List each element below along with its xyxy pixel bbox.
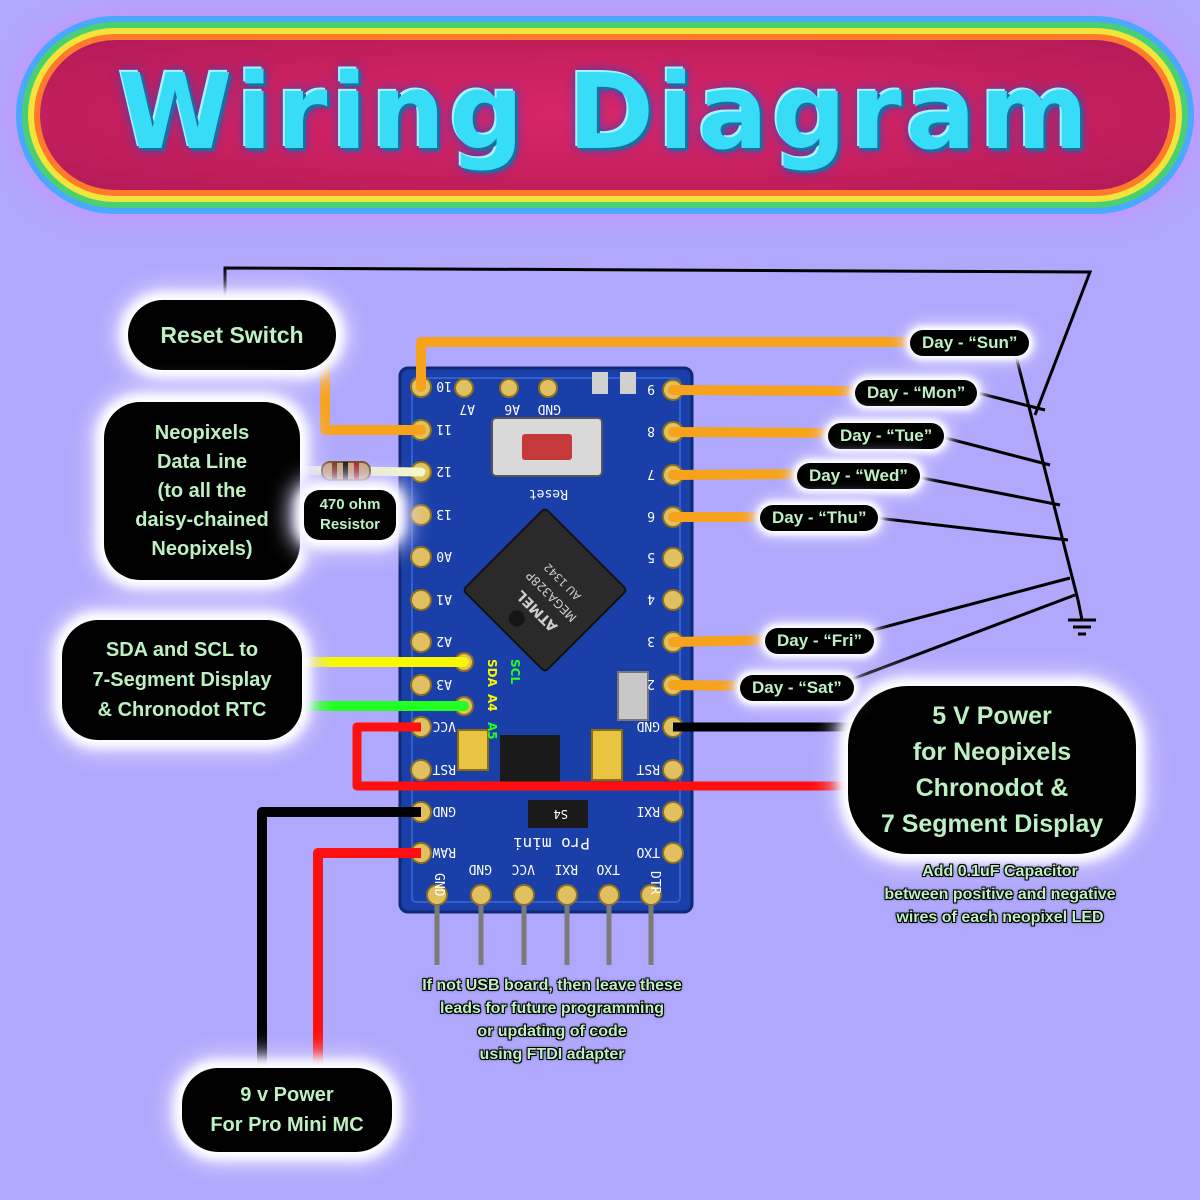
pin-label-rst-right: RST [636, 761, 660, 776]
pin-label-a2: A2 [436, 633, 452, 648]
neopixels-label: Neopixels Data Line (to all the daisy-ch… [104, 402, 300, 580]
page-title: Wiring Diagram [117, 51, 1093, 173]
day-label-sun: Day - “Sun” [910, 330, 1030, 356]
9v-black-wire [257, 807, 421, 1080]
bottom-label-gnd1: GND [431, 873, 446, 897]
s4-chip [528, 800, 588, 828]
ground-wires [223, 266, 1096, 685]
day-wires [320, 337, 915, 691]
pin-label-rst: RST [432, 761, 456, 776]
wire-fri [668, 635, 775, 647]
led-2 [620, 372, 636, 394]
pin-label-txo: TXO [636, 844, 660, 859]
inner-label-gnd: GND [537, 401, 561, 416]
reset-ground-wire [223, 266, 1093, 416]
s4-label: S4 [554, 807, 568, 821]
crystal [617, 671, 649, 721]
led-1 [592, 372, 608, 394]
ground-wire-thu [867, 515, 1069, 542]
wire-tue [668, 427, 840, 438]
wire-reset [320, 360, 426, 435]
reset-label: Reset [529, 486, 568, 501]
9v-power-label: 9 v Power For Pro Mini MC [182, 1068, 392, 1152]
pin-label-gnd-right: GND [636, 718, 660, 733]
pin-label-11: 11 [436, 421, 452, 436]
day-label-tue: Day - “Tue” [828, 423, 945, 449]
a4-label: A4 [485, 694, 499, 712]
pin-label-5: 5 [647, 549, 655, 564]
pin-label-a0: A0 [436, 548, 452, 563]
bottom-label-rxi: RXI [555, 861, 578, 876]
ground-rail [1013, 351, 1080, 601]
ground-stem [1076, 599, 1084, 621]
day-label-thu: Day - “Thu” [760, 505, 879, 531]
day-label-fri: Day - “Fri” [765, 628, 875, 654]
ground-wire-wed [911, 474, 1061, 507]
resistor-label: 470 ohm Resistor [304, 490, 396, 540]
pin-label-13: 13 [436, 506, 452, 521]
i2c-labels: SDA SCL A4 A5 [485, 659, 522, 740]
title-banner [40, 40, 1170, 190]
wire-sat [668, 680, 750, 691]
day-label-mon: Day - “Mon” [855, 380, 978, 406]
reset-switch-label: Reset Switch [128, 300, 336, 370]
pin-label-rxi: RXI [637, 803, 660, 818]
ground-wire-fri [861, 576, 1071, 635]
bottom-label-gnd2: GND [468, 861, 492, 876]
ground-wire-sat [841, 593, 1076, 685]
pin-label-8: 8 [647, 423, 655, 438]
pin-label-a1: A1 [436, 591, 452, 606]
pin-label-gnd: GND [432, 803, 456, 818]
regulator [500, 735, 560, 785]
pro-mini-board [398, 366, 694, 965]
ftdi-note: If not USB board, then leave these leads… [422, 977, 682, 1063]
ground-wire-mon [977, 391, 1046, 412]
wire-mon [668, 385, 860, 396]
sda-label: SDA [485, 659, 499, 688]
pin-label-12: 12 [436, 463, 452, 478]
product-label: Pro mini [513, 834, 590, 853]
pin-label-a3: A3 [436, 676, 452, 691]
capacitor-left [457, 729, 489, 771]
pin-label-6: 6 [647, 508, 655, 523]
5v-power-label: 5 V Power for Neopixels Chronodot & 7 Se… [848, 686, 1136, 854]
board-labels: 10 11 12 13 A0 A1 A2 A3 VCC RST GND RAW … [431, 378, 662, 897]
sda-scl-label: SDA and SCL to 7-Segment Display & Chron… [62, 620, 302, 740]
inner-label-a7: A7 [459, 401, 475, 416]
capacitor-right [591, 729, 623, 781]
bottom-pin-holes [426, 884, 662, 906]
bottom-label-dtr: DTR [647, 871, 662, 895]
reset-button-cap [522, 434, 572, 460]
bottom-label-vcc: VCC [512, 861, 535, 876]
a5-label: A5 [485, 722, 499, 740]
atmega-chip [463, 508, 627, 672]
wire-sun [416, 337, 915, 392]
9v-red-wire [313, 848, 421, 1080]
inner-label-a6: A6 [504, 401, 520, 416]
pin-label-9: 9 [647, 381, 655, 396]
capacitor-note: Add 0.1uF Capacitor between positive and… [884, 863, 1116, 926]
pin-label-3: 3 [647, 633, 655, 648]
header-leads [434, 905, 654, 965]
pin-label-2: 2 [647, 676, 655, 691]
5v-red-wire [352, 722, 890, 791]
pin-label-raw: RAW [432, 844, 456, 859]
pin-label-4: 4 [647, 591, 655, 606]
wire-wed [668, 469, 802, 480]
day-label-sat: Day - “Sat” [740, 675, 854, 701]
pin-label-10: 10 [436, 378, 452, 393]
day-label-wed: Day - “Wed” [797, 463, 920, 489]
ground-wire-tue [937, 434, 1051, 467]
scl-label: SCL [508, 659, 522, 684]
pin-label-vcc: VCC [433, 718, 456, 733]
pin-label-7: 7 [647, 466, 655, 481]
bottom-label-txo: TXO [596, 861, 620, 876]
